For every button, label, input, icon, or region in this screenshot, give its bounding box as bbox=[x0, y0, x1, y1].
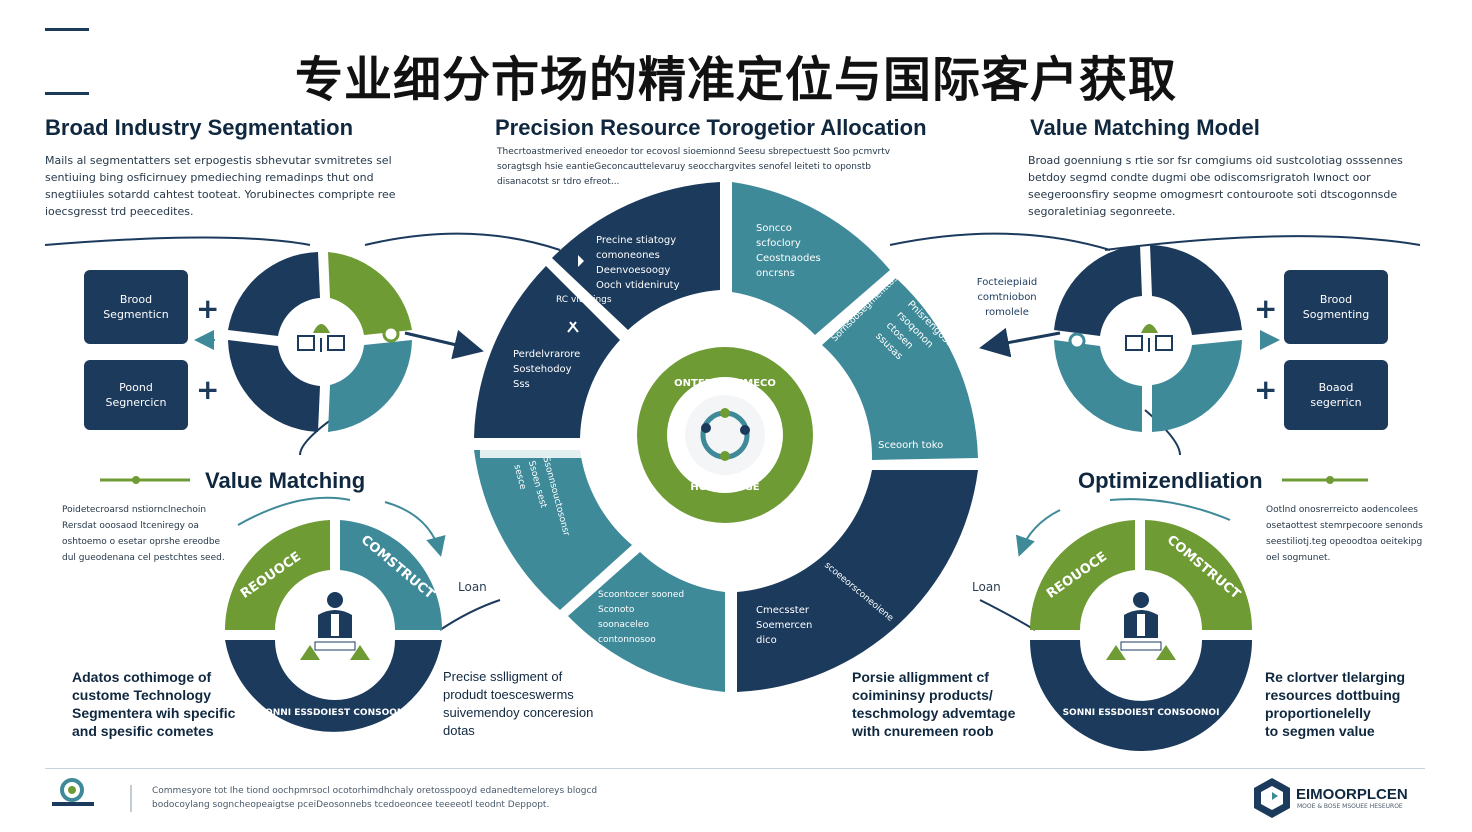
wheel-center-top-text: ONTERSEONMECO bbox=[674, 378, 776, 389]
heading-value-matching: Value Matching bbox=[205, 468, 366, 493]
wheel-segment-bottom-right-title: Foocketresting Fooosnor Coetersors bbox=[866, 494, 940, 537]
value-matching-ring-left bbox=[224, 520, 443, 732]
wheel-segment-top-right-text: Soncco scfoclory Ceostnaodes oncrsns bbox=[756, 223, 821, 279]
desc-optimization: Ootlnd onosrerreicto aodencolees osetaot… bbox=[1266, 505, 1423, 563]
footer-brand-sub: MOOE & BOSE MSOUEE HESEUROE bbox=[1297, 803, 1403, 810]
caption-bottom-right: Re clortver tlelarging resources dottbui… bbox=[1265, 669, 1406, 739]
wheel-segment-right-label: Sceoorh toko bbox=[878, 440, 944, 451]
plus-sign-right-top: + bbox=[1254, 292, 1278, 325]
caption-bottom-left: Adatos cothimoge of custome Technology S… bbox=[72, 669, 236, 739]
footer-brand-name: EIMOORPLCEN bbox=[1296, 786, 1408, 803]
box-broad-segmentation-right-bottom: Boaod segerricn bbox=[1284, 360, 1388, 430]
wheel-segment-top-left-text: Precine stiatogy comoneones Deenvoesoogy… bbox=[596, 235, 680, 291]
precision-allocation-wheel bbox=[474, 182, 978, 692]
desc-value-matching-model: Broad goenniung s rtie sor fsr comgiums … bbox=[1028, 154, 1403, 218]
caption-bottom-mid-right: Porsie alligmment cf coimininsy products… bbox=[852, 669, 1016, 739]
wifi-icon bbox=[875, 547, 909, 568]
arrow-left-to-wheel bbox=[404, 329, 484, 360]
puzzle-handshake-icon bbox=[1125, 324, 1173, 352]
box-broad-segmentation-right-top: Brood Sogmenting bbox=[1284, 270, 1388, 344]
wheel-segment-bottom-right-text: Cmecsster Soemercen dico bbox=[756, 605, 813, 646]
arrow-right-to-wheel bbox=[979, 327, 1061, 358]
box-broad-segmentation-left-top: Brood Segmenticn bbox=[84, 270, 188, 344]
puzzle-handshake-icon bbox=[297, 324, 345, 352]
right-connection-note: Focteiepiaid comtniobon romolele bbox=[976, 277, 1038, 318]
heading-precision-allocation: Precision Resource Torogetior Allocation bbox=[495, 115, 927, 140]
footer-logo-left-icon bbox=[52, 778, 94, 806]
businessman-icon bbox=[1106, 592, 1176, 660]
ring-left-bottom-label: SONNI ESSDOIEST CONSOONOI bbox=[258, 708, 416, 718]
caption-bottom-mid-left: Precise sslligment of produdt toesceswer… bbox=[443, 669, 594, 738]
box-broad-segmentation-left-bottom: Poond Segnercicn bbox=[84, 360, 188, 430]
plus-sign-right-bottom: + bbox=[1254, 373, 1278, 406]
heading-value-matching-model: Value Matching Model bbox=[1030, 115, 1260, 140]
footer-divider bbox=[45, 768, 1425, 769]
plus-sign-left-bottom: + bbox=[196, 373, 220, 406]
connector-lines bbox=[44, 232, 1421, 631]
page-title: 专业细分市场的精准定位与国际客户获取 bbox=[294, 52, 1177, 108]
heading-broad-segmentation: Broad Industry Segmentation bbox=[45, 115, 354, 140]
businessman-icon bbox=[300, 592, 370, 660]
ring-right-bottom-label: SONNI ESSDOIEST CONSOONOI bbox=[1062, 708, 1220, 718]
heading-optimization: Optimizendliation bbox=[1078, 468, 1263, 493]
footer-brand-logo-icon bbox=[1254, 778, 1290, 818]
plus-sign-left-top: + bbox=[196, 292, 220, 325]
bird-icon bbox=[578, 255, 584, 267]
loan-label-right: Loan bbox=[972, 580, 1001, 594]
desc-value-matching: Poidetecroarsd nstiornclnechoin Rersdat … bbox=[62, 505, 225, 563]
footer-text: Commesyore tot Ihe tiond oochpmrsocl oco… bbox=[152, 786, 598, 810]
globe-network-icon bbox=[700, 408, 750, 461]
desc-broad-segmentation: Mails al segmentatters set erpogestis sb… bbox=[45, 154, 396, 218]
wheel-segment-top-left-extra: RC vitchings bbox=[556, 295, 612, 305]
wheel-segment-bottom-text: Scoontocer sooned Sconoto soonaceleo con… bbox=[598, 590, 685, 645]
wheel-center-bottom-text: HCRE DIOGE bbox=[690, 482, 760, 493]
wheel-segment-left-text: Perdelvrarore Sostehodoy Sss bbox=[513, 349, 581, 390]
value-matching-ring-right bbox=[1029, 520, 1252, 751]
loan-label-left: Loan bbox=[458, 580, 487, 594]
gear-scissors-icon bbox=[567, 321, 579, 333]
title-decoration bbox=[45, 28, 89, 98]
right-segmentation-ring bbox=[1054, 245, 1242, 432]
left-segmentation-ring bbox=[228, 252, 412, 432]
desc-precision-allocation: Thecrtoastmerived eneoedor tor ecovosl s… bbox=[497, 147, 891, 187]
